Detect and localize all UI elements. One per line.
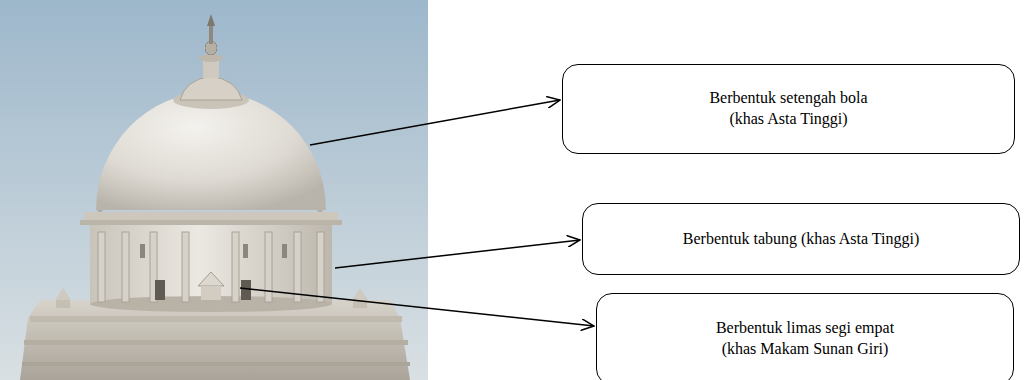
callout-box: Berbentuk tabung (khas Asta Tinggi) [582,203,1020,275]
dome-illustration [0,0,428,380]
callout-box: Berbentuk setengah bola (khas Asta Tingg… [562,64,1015,154]
text-group: Berbentuk setengah bola (khas Asta Tingg… [696,88,881,130]
leader-line [310,100,560,145]
callout-text: Berbentuk limas segi empat (khas Makam S… [698,318,913,360]
callout-text: Berbentuk tabung (khas Asta Tinggi) [683,229,919,250]
text-group: Berbentuk limas segi empat (khas Makam S… [698,318,913,360]
callout-text: Berbentuk setengah bola (khas Asta Tingg… [696,88,881,130]
leader-line [240,288,594,326]
callout-box: Berbentuk limas segi empat (khas Makam S… [596,293,1014,380]
leader-line [335,240,580,268]
text-group: Berbentuk tabung (khas Asta Tinggi) [683,229,919,250]
